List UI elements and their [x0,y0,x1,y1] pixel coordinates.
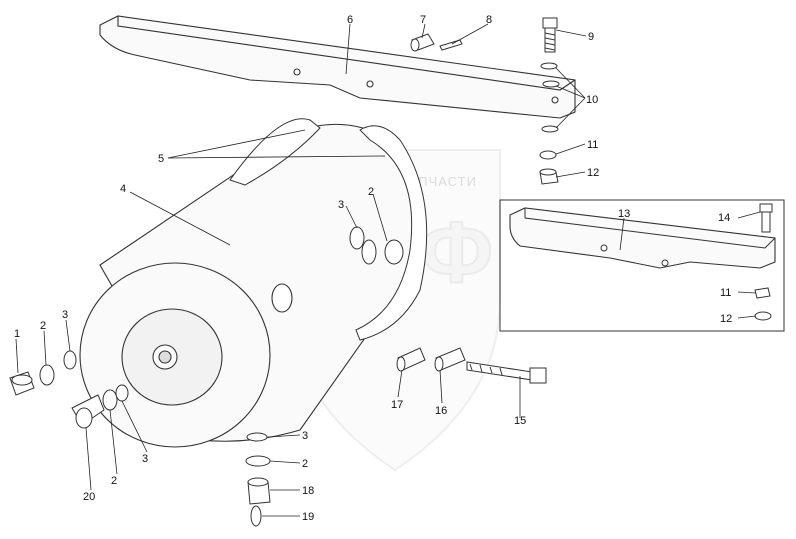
callout-12-frame: 12 [720,313,732,325]
callout-15: 15 [514,415,526,427]
callout-2-upper: 2 [368,186,374,198]
plug-1 [9,371,35,396]
callout-7: 7 [420,14,426,26]
callout-3-left: 3 [62,309,68,321]
callout-20: 20 [83,491,95,503]
bolt-15 [466,361,547,384]
callout-labels: 6 7 8 9 10 11 12 5 4 3 2 13 14 11 12 1 2… [14,14,732,523]
callout-2-bottom: 2 [302,458,308,470]
callout-3-mid: 3 [142,453,148,465]
callout-3-bottom: 3 [302,430,308,442]
handles-5 [229,118,428,341]
washer-11-frame [754,287,771,299]
callout-6: 6 [347,14,353,26]
callout-9: 9 [588,31,594,43]
callout-14: 14 [718,212,730,224]
nut-12-frame [754,311,772,321]
rings-upper [349,226,404,265]
callout-16: 16 [435,405,447,417]
plug-18 [247,477,271,505]
callout-2-left: 2 [40,320,46,332]
bolt-14 [759,203,773,233]
callout-4: 4 [120,183,126,195]
callout-2-mid: 2 [111,475,117,487]
side-bracket-frame [499,199,785,332]
callout-11-frame: 11 [720,287,731,299]
ring-2-left [39,364,55,386]
nut-12 [539,168,559,185]
pin-16 [434,347,466,372]
washer-11 [539,150,557,160]
washers-10 [540,62,560,133]
callout-1: 1 [14,328,20,340]
washer-3-bottom [246,432,268,442]
valve-20 [71,384,129,429]
leader-lines [15,23,761,517]
callout-18: 18 [302,485,314,497]
washer-2-bottom [245,455,271,467]
callout-10: 10 [586,94,598,106]
callout-11: 11 [587,139,598,151]
callout-3-upper: 3 [338,199,344,211]
callout-19: 19 [302,511,314,523]
callout-13: 13 [618,208,630,220]
callout-5: 5 [158,153,164,165]
drum-4 [79,123,423,448]
top-bracket [99,15,576,119]
callout-8: 8 [486,14,492,26]
callout-12: 12 [587,167,599,179]
ring-3-left [63,350,77,370]
pin-17 [396,347,426,372]
bolt-9 [542,17,558,53]
callout-17: 17 [391,399,403,411]
pin-8 [439,39,463,51]
ring-19 [250,505,262,527]
